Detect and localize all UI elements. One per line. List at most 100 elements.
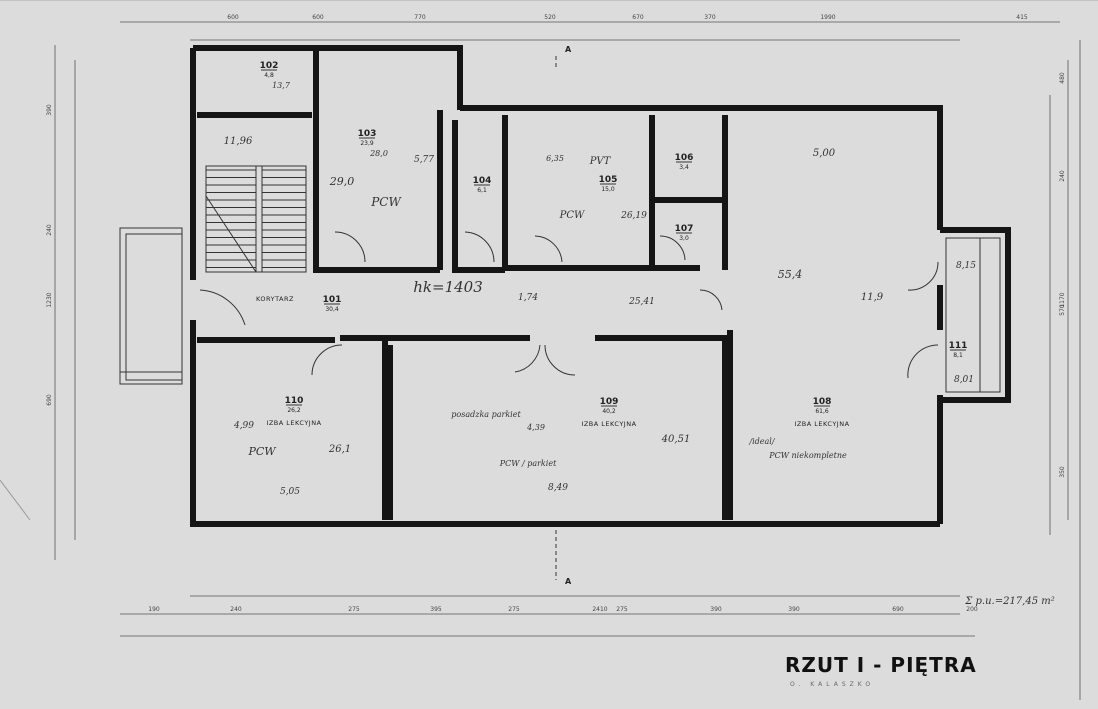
dimension-text: 690: [46, 394, 53, 406]
dimension-text: 415: [1016, 14, 1028, 21]
balcony-left: [119, 227, 183, 385]
room-number: 101: [323, 295, 342, 305]
room-area: 61,6: [815, 408, 829, 415]
room-area: 3,0: [679, 235, 689, 242]
handwritten-note: PVT: [589, 156, 612, 167]
handwritten-note: 5,05: [280, 487, 300, 497]
dimension-text: 570: [1059, 304, 1066, 316]
room-number: 107: [675, 224, 694, 234]
handwritten-note: 6,35: [546, 154, 564, 163]
handwritten-note: 8,49: [548, 483, 568, 493]
dimension-text: 1230: [46, 292, 53, 307]
room-name: IZBA LEKCYJNA: [794, 420, 849, 428]
room-area: 30,4: [325, 306, 339, 313]
drawing-author: O. KALASZKO: [790, 681, 874, 688]
room-area: 15,0: [601, 186, 615, 193]
handwritten-note: PCW / parkiet: [499, 459, 557, 468]
handwritten-note: PCW niekompletne: [768, 451, 847, 460]
corridor-label: KORYTARZ: [256, 295, 294, 303]
handwritten-note: 8,01: [954, 375, 974, 385]
dimension-text: 390: [710, 606, 722, 613]
handwritten-note: 29,0: [329, 175, 355, 188]
dimension-text: 275: [616, 606, 628, 613]
dimension-text: 390: [46, 104, 53, 116]
handwritten-note: 8,15: [956, 261, 976, 271]
room-number: 109: [600, 397, 619, 407]
interior-stairs: [205, 165, 307, 273]
room-area: 26,2: [287, 407, 301, 414]
handwritten-note: posadzka parkiet: [451, 410, 521, 419]
dimension-text: 370: [704, 14, 716, 21]
handwritten-note: 26,19: [620, 211, 647, 221]
dimension-text: 240: [46, 224, 53, 236]
paper-folds: [0, 0, 1098, 521]
handwritten-note: hk=1403: [413, 278, 483, 296]
handwritten-note: 4,39: [526, 423, 545, 432]
handwritten-note: 11,9: [861, 292, 884, 303]
room-number: 106: [675, 153, 694, 163]
room-area: 40,2: [602, 408, 616, 415]
handwritten-note: 26,1: [328, 444, 351, 455]
total-area-note: Σ p.u.=217,45 m²: [964, 596, 1055, 607]
room-area: 3,4: [679, 164, 689, 171]
handwritten-note: 25,41: [628, 297, 655, 307]
handwritten-note: PCW: [370, 195, 402, 209]
dimension-text: 520: [544, 14, 556, 21]
dimension-text: 770: [414, 14, 426, 21]
drawing-title: RZUT I - PIĘTRA: [785, 653, 977, 677]
dimension-text: 1990: [820, 14, 835, 21]
room-number: 110: [285, 396, 304, 406]
room-area: 4,8: [264, 72, 274, 79]
doors: [199, 231, 939, 379]
handwritten-note: /ideal/: [748, 437, 775, 446]
room-number: 103: [358, 129, 377, 139]
handwritten-note: 55,4: [778, 268, 803, 281]
dimension-text: 390: [788, 606, 800, 613]
room-area: 6,1: [477, 187, 487, 194]
room-number: 111: [949, 341, 968, 351]
room-number: 105: [599, 175, 618, 185]
dimension-lines: [54, 21, 1081, 700]
dimension-text: 350: [1059, 466, 1066, 478]
room-note: 28,0: [369, 149, 388, 158]
section-line: A A: [555, 45, 572, 586]
walls: [190, 45, 1011, 527]
dimension-text: 275: [348, 606, 360, 613]
dimension-text: 240: [1059, 170, 1066, 182]
section-mark-top: A: [565, 45, 572, 54]
dimension-text: 670: [632, 14, 644, 21]
room-name: IZBA LEKCYJNA: [581, 420, 636, 428]
room-name: IZBA LEKCYJNA: [266, 419, 321, 427]
dimension-text: 190: [148, 606, 160, 613]
section-mark-bottom: A: [565, 577, 572, 586]
handwritten-note: 40,51: [661, 434, 691, 445]
handwritten-note: 1,74: [518, 293, 538, 303]
handwritten-note: PCW: [559, 210, 585, 221]
room-number: 104: [473, 176, 492, 186]
dimension-text: 480: [1059, 72, 1066, 84]
dimension-text: 240: [230, 606, 242, 613]
dimension-text: 2410: [592, 606, 607, 613]
handwritten-note: 4,99: [233, 421, 254, 431]
dimension-text: 690: [892, 606, 904, 613]
dimension-text: 600: [227, 14, 239, 21]
dimensions-left: 1230 390 240 690: [46, 104, 53, 406]
room-area: 23,9: [360, 140, 374, 147]
room-note: 13,7: [272, 81, 291, 90]
handwritten-note: 5,00: [813, 148, 836, 159]
